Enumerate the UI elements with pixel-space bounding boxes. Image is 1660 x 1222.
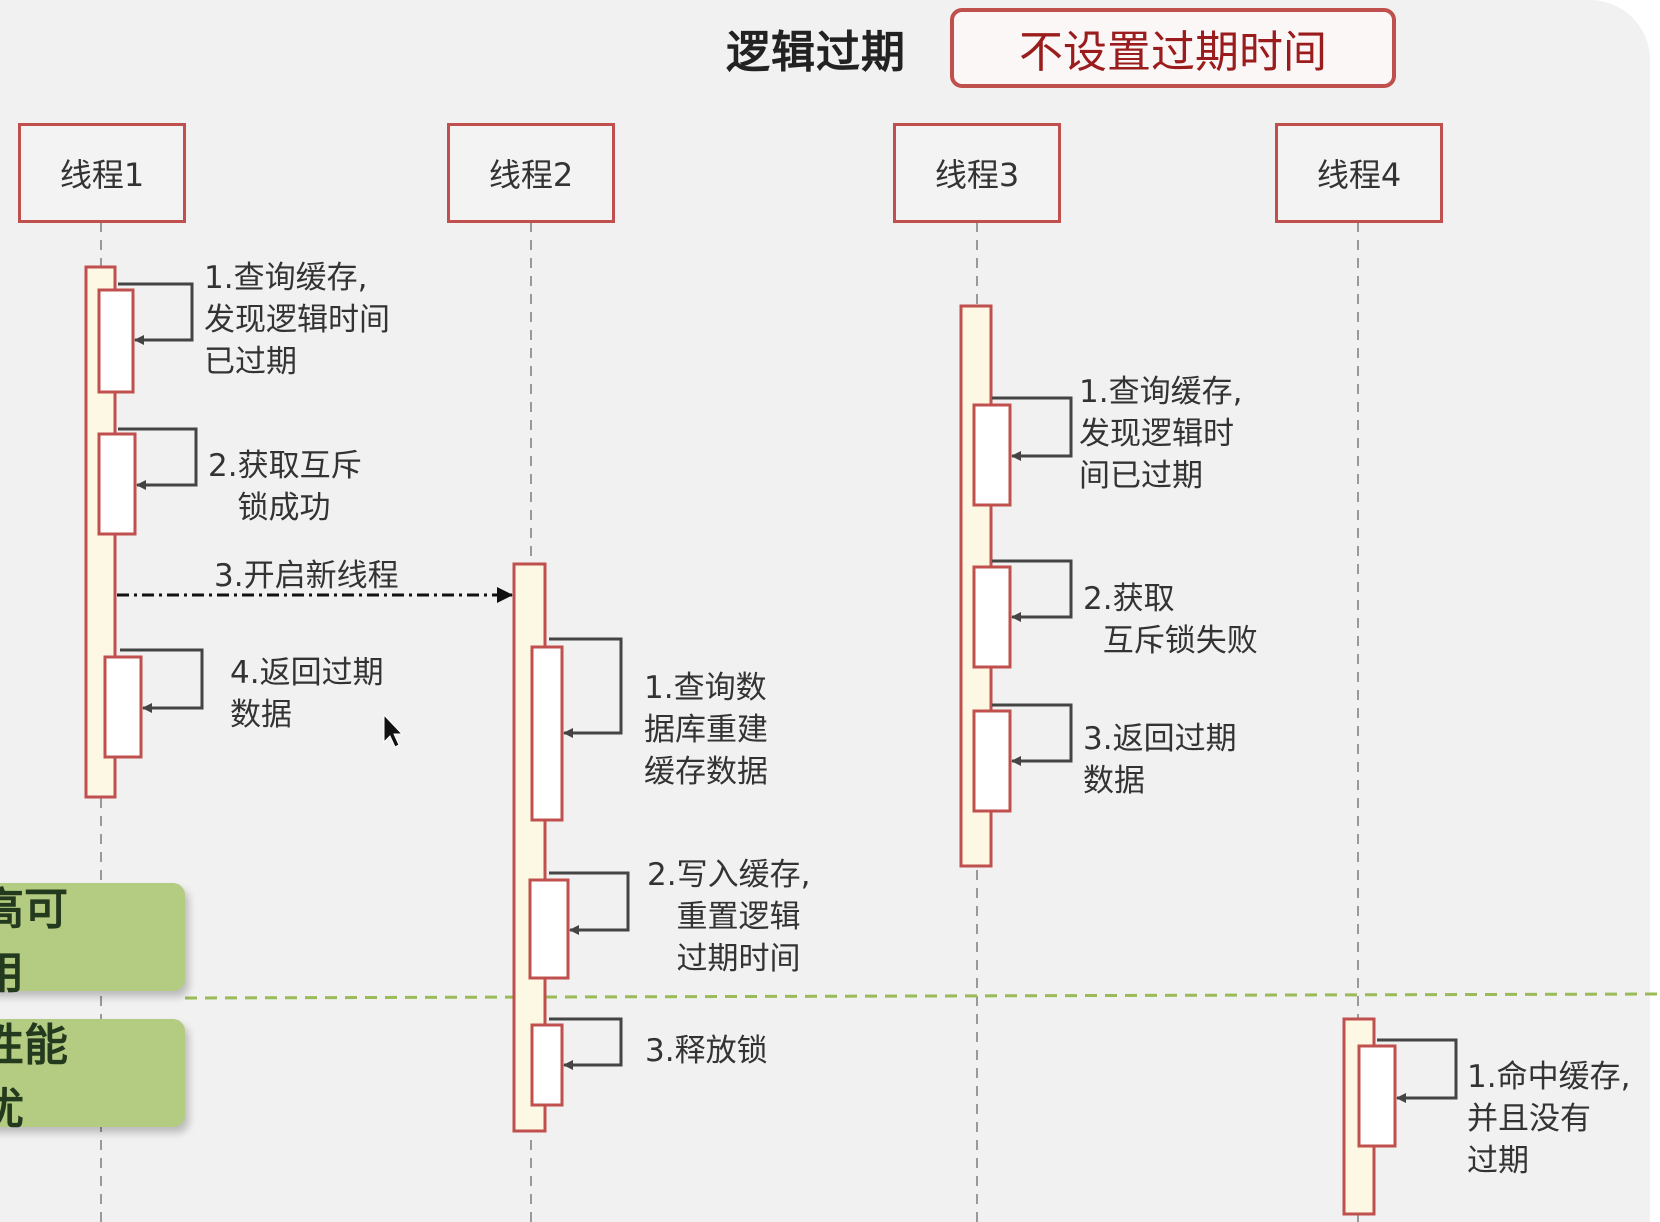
- thread-1-box: 线程1: [18, 123, 186, 223]
- thread-4-box: 线程4: [1275, 123, 1443, 223]
- thread-3-box: 线程3: [893, 123, 1061, 223]
- note-t3-step3: 3.返回过期 数据: [1083, 721, 1237, 799]
- note-t2-step2: 2.写入缓存, 重置逻辑 过期时间: [647, 857, 811, 977]
- self-call-t1-1: [97, 282, 194, 394]
- note-t1-step2: 2.获取互斥 锁成功: [208, 448, 362, 526]
- self-call-t1-4: [103, 648, 204, 759]
- note-t1-step3: 3.开启新线程: [214, 558, 399, 594]
- note-t1-step4: 4.返回过期 数据: [230, 655, 384, 733]
- performance-badge: 性能优: [0, 1019, 185, 1135]
- self-call-t1-2: [97, 427, 198, 536]
- no-expiry-tag: 不设置过期时间: [950, 8, 1396, 88]
- page-title: 逻辑过期: [726, 27, 906, 78]
- self-call-t2-3: [530, 1017, 623, 1107]
- cursor-icon: [383, 713, 404, 748]
- self-call-t4-1: [1357, 1038, 1458, 1148]
- note-t1-step1: 1.查询缓存, 发现逻辑时间 已过期: [204, 260, 390, 380]
- note-t2-step3: 3.释放锁: [645, 1033, 768, 1069]
- self-call-t2-1: [530, 637, 623, 822]
- self-call-t3-2: [972, 559, 1073, 669]
- note-t4-step1: 1.命中缓存, 并且没有 过期: [1467, 1059, 1631, 1179]
- self-call-t3-3: [972, 703, 1073, 813]
- note-t2-step1: 1.查询数 据库重建 缓存数据: [644, 670, 768, 790]
- high-availability-badge: 高可用: [0, 883, 185, 999]
- note-t3-step2: 2.获取 互斥锁失败: [1083, 581, 1258, 659]
- section-divider: [184, 992, 1660, 1000]
- note-t3-step1: 1.查询缓存, 发现逻辑时 间已过期: [1079, 374, 1243, 494]
- self-call-t3-1: [972, 396, 1073, 507]
- thread-2-box: 线程2: [447, 123, 615, 223]
- self-call-t2-2: [528, 871, 630, 980]
